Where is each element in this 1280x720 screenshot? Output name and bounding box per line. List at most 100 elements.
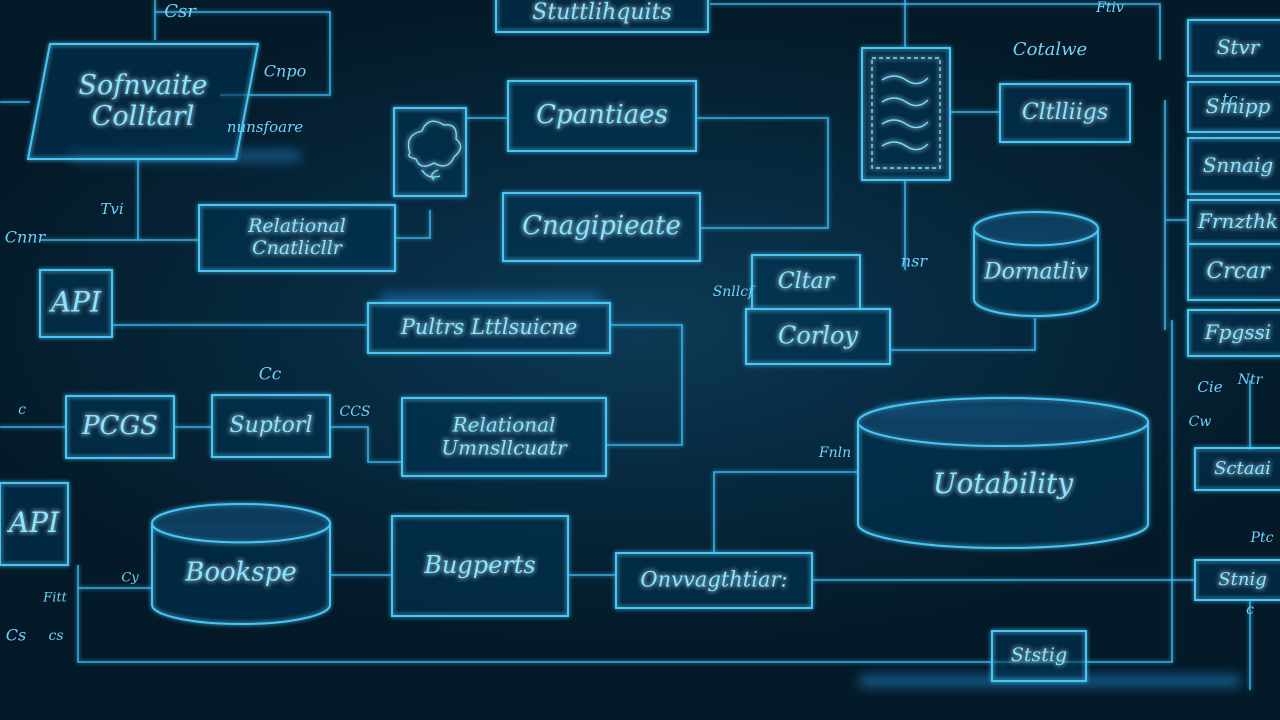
node-label-line: Sofnvaite [79,69,208,100]
node-box [502,192,701,262]
connector [890,318,1036,351]
api-1-node: API [39,269,113,338]
r8-node: Stnig [1194,559,1280,601]
node-label: Cltar [778,269,836,294]
annotation-label: Ftiv [1095,0,1124,16]
node-label: Smipp [1206,94,1271,118]
node-label: Bookspe [184,558,297,588]
node-label: Ststig [1011,644,1067,666]
node-label: PCGS [81,411,158,441]
node-label: Crcar [1206,259,1271,284]
node-box [1187,243,1280,301]
cylinder-body [973,228,1099,317]
doc-line-icon [881,119,929,129]
annotation-label: Fitt [42,591,67,606]
node-box [861,47,951,181]
node-label-line: Cpantiaes [536,100,668,130]
pattern-node: Pultrs Lttlsuicne [367,302,611,354]
annotation-label: nunsfoare [227,118,303,136]
r5-node: Crcar [1187,243,1280,301]
connector [40,160,200,241]
annotation-label: cs [48,628,63,644]
node-box [367,302,611,354]
connector [154,0,331,96]
annotation-label: Cs [6,626,26,645]
annotation-label: Cie [1197,378,1222,396]
node-label: Uotability [933,467,1074,500]
node-label-line: Corloy [778,321,858,349]
node-box [751,254,861,310]
annotation-label: Ptc [1250,530,1274,546]
cylinder-top [973,211,1099,247]
node-label: Frnzthk [1197,209,1278,233]
node-box [1187,309,1280,357]
node-label-line: API [6,506,60,539]
node-box [39,269,113,338]
connector [696,117,829,229]
connector [395,210,431,239]
node-box [211,394,331,458]
annotation-label: Ntr [1237,372,1264,388]
node-label-line: Cltar [778,269,836,294]
annotation-label: Cnpo [264,62,306,81]
top-banner-node: Stuttlihquits [495,0,709,33]
converged-node: Onvvagthtiar: [615,552,813,609]
node-label-line: Umnsllcuatr [441,435,568,459]
bugports-node: Bugperts [391,515,569,617]
node-label: Onvvagthtiar: [640,567,787,591]
node-label-line: Cltlliigs [1022,100,1108,125]
cylinder-body [151,523,331,625]
cltar-node: Cltar [751,254,861,310]
annotation-label: nsr [901,252,929,271]
node-label-line: Frnzthk [1197,209,1278,233]
cloud-icon-node [393,107,467,197]
node-label-line: Colltarl [92,101,195,132]
node-label: Pultrs Lttlsuicne [400,315,578,339]
annotation-label: c [18,402,26,418]
node-label-line: Uotability [933,467,1074,500]
glow-accent [380,295,600,303]
node-label: Cpantiaes [536,100,668,130]
node-label: Bugperts [423,551,535,579]
cloud-sketch-icon [407,120,462,181]
document-icon [871,57,941,169]
node-label-line: Ststig [1011,644,1067,666]
r1-node: Stvr [1187,19,1280,77]
node-box [745,308,891,365]
node-label: Sctaai [1214,458,1271,479]
connector [713,471,858,553]
bottom-small-node: Ststig [991,630,1087,682]
node-label-line: Cnagipieate [522,211,681,241]
annotation-label: Snllcf [713,284,756,300]
node-box [615,552,813,609]
annotation-label: CCS [339,404,370,420]
node-label-line: Dornatliv [983,259,1089,284]
doc-line-icon [881,97,929,107]
cltlliigs-node: Cltlliigs [999,83,1131,143]
r3-node: Snnaig [1187,137,1280,195]
node-label-line: Smipp [1206,94,1271,118]
cylinder-top [857,397,1149,447]
node-label: Suptorl [230,413,313,438]
annotation-label: Csr [164,1,197,22]
node-box [1194,559,1280,601]
connector-lines [0,0,1251,690]
annotation-label: Fnln [818,445,851,461]
node-box [991,630,1087,682]
node-label-line: Relational [247,215,346,237]
cylinder-body [857,422,1149,549]
annotation-label: Cy [121,571,139,586]
node-label: API [48,285,102,318]
pcgs-node: PCGS [65,395,175,459]
operations-node: Cpantiaes [507,80,697,152]
connector [77,320,1173,663]
annotation-label: Tvi [100,200,123,218]
annotation-label: Cc [259,365,282,385]
